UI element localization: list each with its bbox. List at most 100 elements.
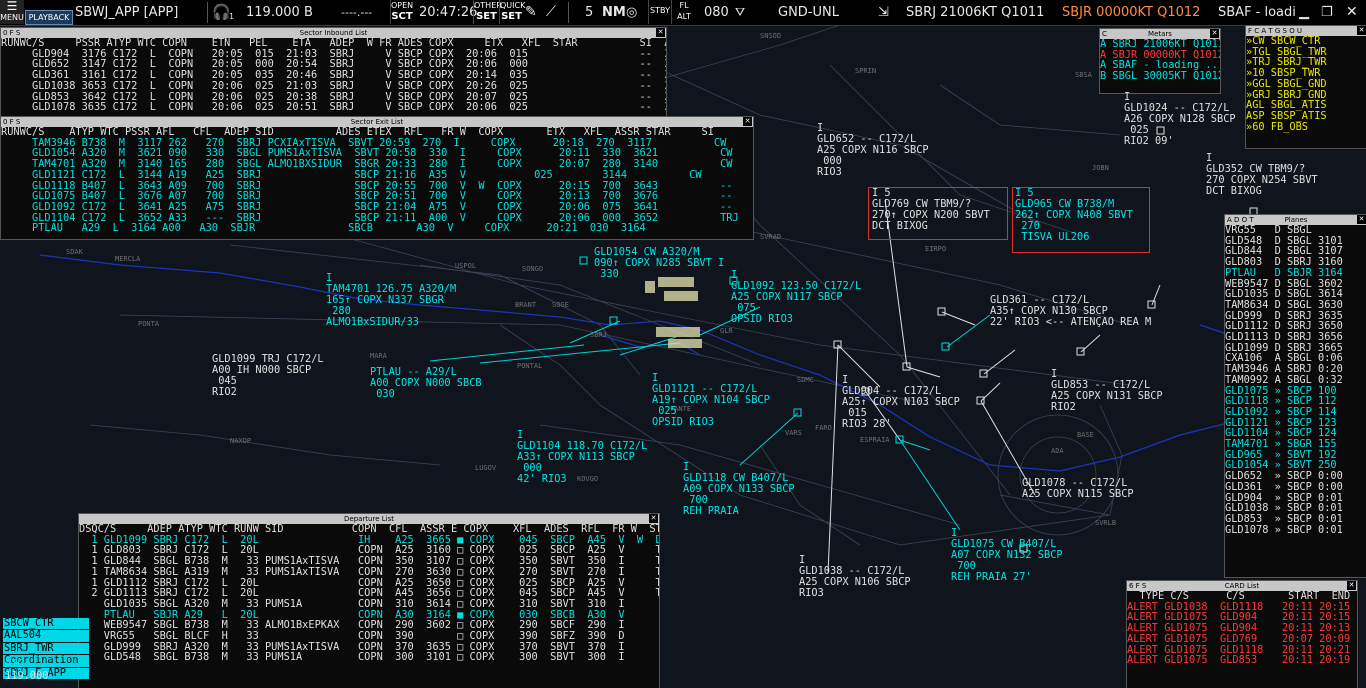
tag-gld1024[interactable]: I GLD1024 -- C172/L A26 COPX N128 SBCP 0… [1124,91,1236,147]
tag-gld1104[interactable]: I GLD1104 118.70 C172/L A33↑ COPX N113 S… [517,429,648,485]
plane-row[interactable]: GLD1035 D SBGL 3614 [1225,288,1343,301]
plane-row[interactable]: GLD1092 » SBCP 114 [1225,405,1337,418]
departure-row[interactable]: GLD999 SBRJ A320 M 33 PUMS1AxTISVA COPN … [79,640,625,653]
frequency-row[interactable]: »60 FB_OBS [1246,120,1308,133]
tag-gld1121[interactable]: I GLD1121 -- C172/L A19↑ COPX N104 SBCP … [652,372,770,428]
coordination-item[interactable]: SBRJ_TWR [3,642,89,655]
departure-row[interactable]: VRG55 SBGL BLCF H 33 COPN 390 □ COPX 390… [79,630,625,643]
exit-row[interactable]: PTLAU A29 L 3164 A00 A30 SBJR SBCB A30 V… [1,222,646,235]
tag-tam4701[interactable]: I TAM4701 126.75 A320/M 165↑ COPX N337 S… [326,272,457,328]
tag-gld1038[interactable]: I GLD1038 -- C172/L A25 COPX N106 SBCP R… [799,554,911,599]
tag-gld352[interactable]: I GLD352 CW TBM9/? 270 COPX N254 SBVT DC… [1206,152,1318,197]
exit-row[interactable]: GLD1104 C172 L 3652 A33 --- SBRJ SBCP 21… [1,211,739,224]
plane-row[interactable]: GLD1118 » SBCP 112 [1225,395,1337,408]
plane-row[interactable]: GLD1075 » SBCP 100 [1225,384,1337,397]
exit-row[interactable]: GLD1092 C172 L 3641 A25 A75 SBRJ SBCP 21… [1,200,733,213]
plane-row[interactable]: GLD652 » SBCP 0:00 [1225,470,1343,483]
tag-gld769[interactable]: I 5 GLD769 CW TBM9/? 270↑ COPX N200 SBVT… [872,187,990,232]
plane-row[interactable]: PTLAU D SBJR 3164 [1225,266,1343,279]
exit-row[interactable]: GLD1054 A320 M 3621 090 330 SBGL PUMS1Ax… [1,147,733,160]
exit-row[interactable]: GLD1075 B407 L 3676 A07 700 SBRJ SBCP 20… [1,190,733,203]
plane-row[interactable]: GLD999 D SBRJ 3635 [1225,309,1343,322]
departure-row[interactable]: 1 GLD803 SBRJ C172 L 20L COPN A25 3160 □… [79,544,660,557]
departure-list[interactable]: Departure List✕ DSQC/S ADEP ATYP WTC RUN… [78,513,660,688]
plane-row[interactable]: GLD853 » SBCP 0:01 [1225,512,1343,525]
exit-row[interactable]: GLD1118 B407 L 3643 A09 700 SBRJ SBCP 20… [1,179,733,192]
plane-row[interactable]: TAM8634 D SBGL 3630 [1225,298,1343,311]
close-icon[interactable]: ✕ [743,117,752,126]
minimize-icon[interactable]: ▁ [1299,5,1309,20]
headset-icon[interactable]: 🎧 [212,3,231,21]
departure-row[interactable]: 2 GLD1113 SBRJ C172 L 20L COPN A45 3656 … [79,587,660,600]
exit-row[interactable]: TAM4701 A320 M 3140 165 280 SBGL ALMO1BX… [1,158,733,171]
tag-ptlau[interactable]: PTLAU -- A29/L A00 COPX N000 SBCB 030 [370,366,482,400]
plane-row[interactable]: CXA106 A SBGL 0:06 [1225,352,1343,365]
plane-row[interactable]: GLD904 » SBCP 0:01 [1225,491,1343,504]
plane-row[interactable]: WEB9547 D SBGL 3602 [1225,277,1343,290]
plane-row[interactable]: GLD361 » SBCP 0:00 [1225,480,1343,493]
plane-row[interactable]: GLD803 D SBRJ 3160 [1225,256,1343,269]
plane-row[interactable]: TAM4701 » SBGR 155 [1225,438,1337,451]
plane-row[interactable]: VRG55 D SBGL [1225,224,1312,236]
tag-gld1092[interactable]: I GLD1092 123.50 C172/L A25 COPX N117 SB… [731,269,862,325]
filter-icon[interactable]: ⛛ [735,5,746,19]
coordination-item[interactable]: AAL504 [3,629,89,642]
plane-row[interactable]: GLD1113 D SBRJ 3656 [1225,331,1343,344]
frequency-row[interactable]: »TGL SBGL_TWR [1246,45,1327,58]
exit-row[interactable]: GLD1121 C172 L 3144 A19 A25 SBRJ SBCP 21… [1,168,702,181]
tag-gld853[interactable]: I GLD853 -- C172/L A25 COPX N131 SBCP RI… [1051,368,1163,413]
map-tool-icon[interactable]: ✎ [525,4,537,20]
plane-row[interactable]: TAM3946 A SBRJ 0:20 [1225,363,1343,376]
tag-gld1054[interactable]: GLD1054 CW A320/M 090↑ COPX N285 SBVT I … [594,246,725,280]
tag-gld1118[interactable]: I GLD1118 CW B407/L A09 COPX N133 SBCP 7… [683,461,795,517]
close-icon[interactable]: ✕ [1357,215,1366,224]
departure-title[interactable]: Departure List✕ [79,514,659,524]
coordination-item[interactable]: SBWJ_F_APP [3,667,89,680]
plane-row[interactable]: GLD1054 » SBVT 250 [1225,459,1337,472]
frequency-row[interactable]: »GRJ SBRJ_GND [1246,88,1327,101]
plane-row[interactable]: GLD844 D SBGL 3107 [1225,245,1343,258]
tag-gld652[interactable]: I GLD652 -- C172/L A25 COPX N116 SBCP 00… [817,122,929,178]
frequency-row[interactable]: »10 SBSP_TWR [1246,67,1321,80]
plane-row[interactable]: TAM0992 A SBGL 0:32 [1225,373,1343,386]
exit-row[interactable]: TAM3946 B738 M 3117 262 270 SBRJ PCXIAxT… [1,136,727,149]
standby-frequency[interactable]: ----.--- [341,6,373,19]
coordination-item[interactable]: SBCW_CTR [3,617,89,630]
nm-toggle[interactable]: NM [602,5,626,20]
metar-row[interactable]: A SBAF - loading ... [1100,59,1221,72]
maximize-icon[interactable]: ❐ [1321,5,1333,20]
tag-gld1099[interactable]: GLD1099 TRJ C172/L A00 IH N000 SBCP 045 … [212,353,324,398]
metar-row[interactable]: B SBGL 30005KT Q1012 [1100,70,1221,83]
close-icon[interactable]: ✕ [1357,26,1366,35]
frequency-row[interactable]: ASP SBSP_ATIS [1246,109,1327,122]
departure-row[interactable]: WEB9547 SBGL B738 M 33 ALMO1BxEPKAX COPN… [79,619,625,632]
range-ring-icon[interactable]: ◎ [626,5,638,20]
altitude-filter[interactable]: GND-UNL [778,5,839,20]
frequency-display[interactable]: 119.000 [246,5,300,20]
metar-row[interactable]: A SBRJ 21006KT Q1011 [1100,38,1221,50]
close-icon[interactable]: ✕ [656,28,665,37]
frequency-row[interactable]: »TRJ SBRJ_TWR [1246,56,1327,69]
frequency-row[interactable]: AGL SBGL_ATIS [1246,99,1327,112]
plane-row[interactable]: GLD1099 D SBRJ 3665 [1225,341,1343,354]
frequency-row[interactable]: »GGL SBGL_GND [1246,77,1327,90]
frequency-panel[interactable]: F C A T G S O U✕ »CW SBCW_CTR»TGL SBGL_T… [1245,25,1366,149]
plane-row[interactable]: GLD1112 D SBRJ 3650 [1225,320,1343,333]
tag-gld361[interactable]: GLD361 -- C172/L A35↑ COPX N130 SBCP 22'… [990,294,1152,328]
tag-gld904[interactable]: I GLD904 -- C172/L A25↑ COPX N103 SBCP 0… [842,374,960,430]
close-icon[interactable]: ✕ [1346,4,1358,20]
radar-scope[interactable]: PONTAMARAPONTALFANTESONGOLUGERSOGENAXOPV… [0,24,1366,688]
